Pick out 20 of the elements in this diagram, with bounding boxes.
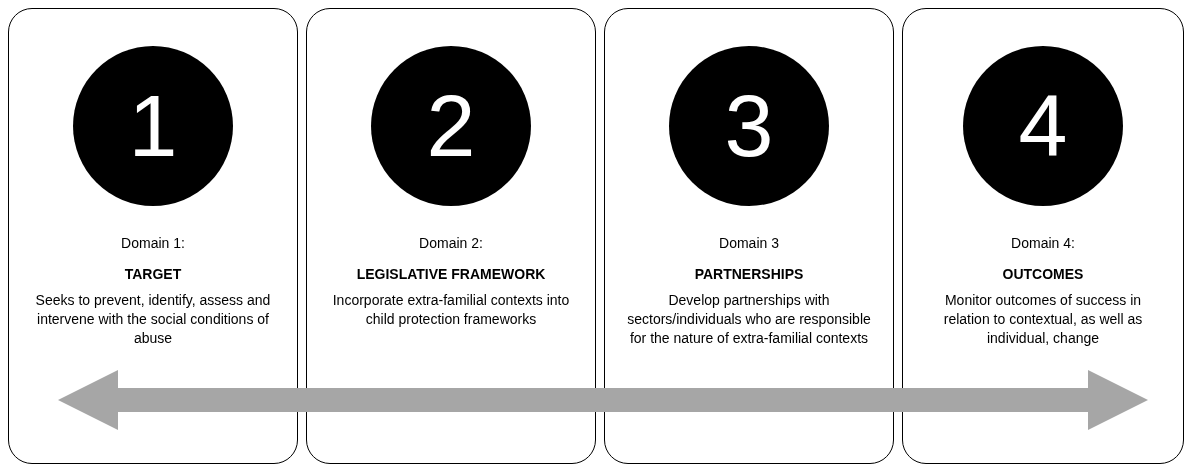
domain-title: OUTCOMES (1001, 266, 1085, 282)
domain-card (604, 8, 894, 464)
domain-title: PARTNERSHIPS (693, 266, 805, 282)
domain-number: 2 (426, 82, 476, 170)
domain-card (902, 8, 1184, 464)
domain-number: 3 (724, 82, 774, 170)
domain-title: TARGET (123, 266, 183, 282)
domain-card (306, 8, 596, 464)
domain-title: LEGISLATIVE FRAMEWORK (355, 266, 547, 282)
domain-description: Seeks to prevent, identify, assess and intervene with the social conditions of abuse (34, 291, 272, 348)
domain-number: 4 (1018, 82, 1068, 170)
domain-number: 1 (128, 82, 178, 170)
domain-card (8, 8, 298, 464)
domain-description: Develop partnerships with sectors/individuals who are responsible for the nature of extra-familial contexts (626, 291, 872, 348)
domain-description: Monitor outcomes of success in relation to contextual, as well as individual, change (942, 291, 1144, 348)
domain-description: Incorporate extra-familial contexts into child protection frameworks (331, 291, 571, 329)
domain-label: Domain 2: (418, 235, 484, 251)
domain-label: Domain 3 (718, 235, 780, 251)
domain-label: Domain 4: (1010, 235, 1076, 251)
domain-label: Domain 1: (120, 235, 186, 251)
